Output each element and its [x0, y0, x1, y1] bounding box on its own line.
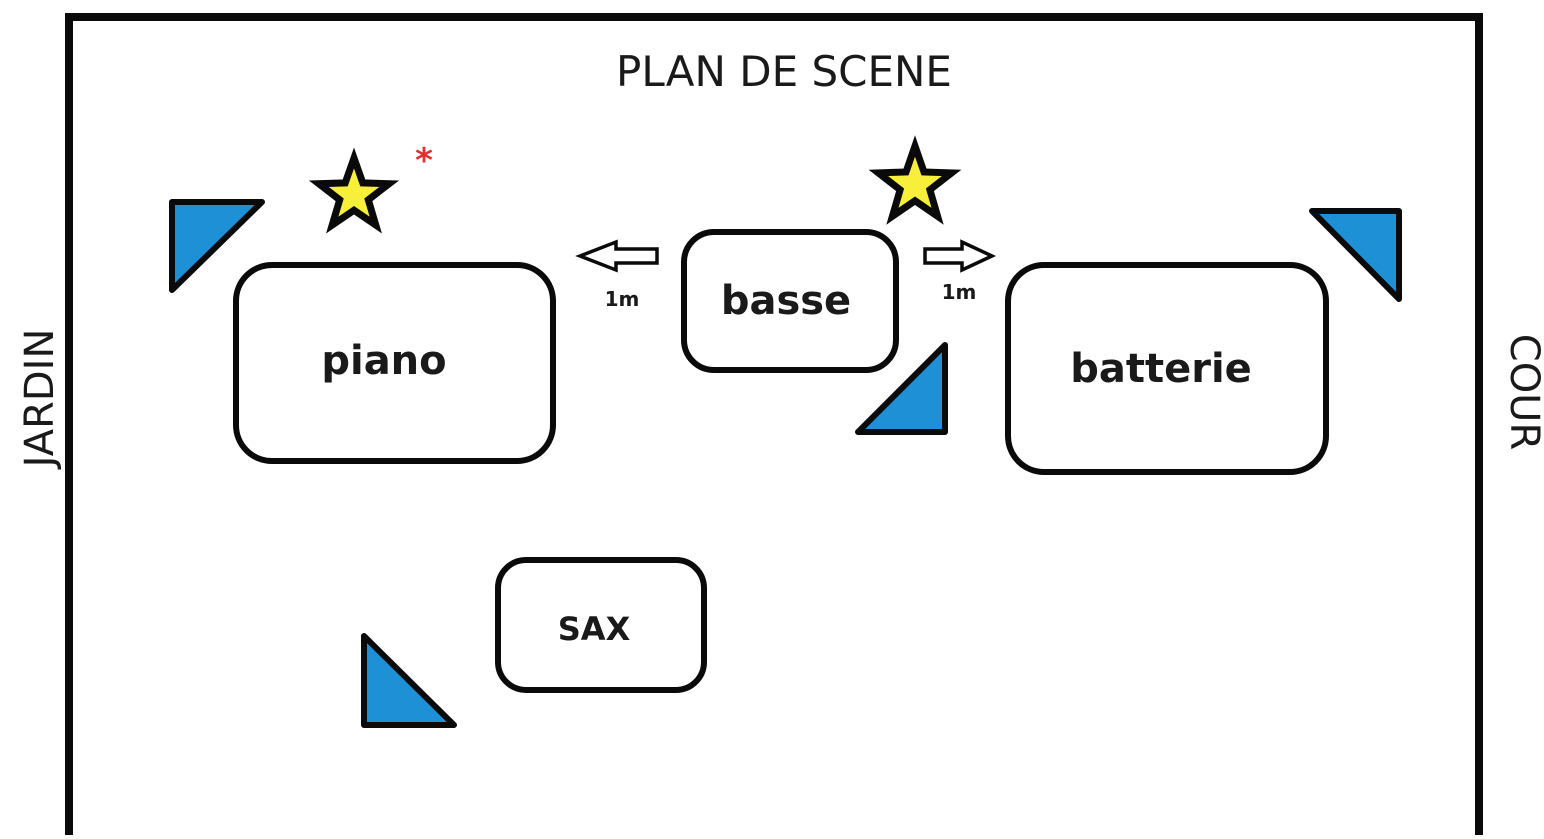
distance-right-label: 1m [942, 280, 977, 304]
distance-left-label: 1m [605, 287, 640, 311]
monitor-wedge-icon-batterie [1309, 208, 1402, 302]
star-icon-piano [308, 147, 400, 234]
star-icon-basse [868, 135, 962, 225]
basse-label: basse [721, 278, 851, 324]
monitor-wedge-icon-basse [855, 342, 948, 435]
piano-label: piano [321, 338, 446, 384]
piano-box [233, 262, 556, 464]
arrow-icon-left [575, 239, 659, 273]
batterie-label: batterie [1070, 346, 1252, 392]
sax-label: SAX [558, 610, 631, 648]
batterie-box [1005, 262, 1329, 475]
monitor-wedge-icon-piano [169, 199, 265, 293]
side-label-jardin: JARDIN [17, 328, 63, 468]
sax-box [495, 557, 707, 693]
red-marker: * [415, 141, 433, 181]
stage-border [65, 13, 1483, 839]
side-label-cour: COUR [1501, 333, 1544, 451]
plan-title: PLAN DE SCENE [616, 47, 952, 96]
basse-box [681, 229, 899, 373]
monitor-wedge-icon-sax [361, 633, 457, 728]
arrow-icon-right [923, 239, 997, 273]
